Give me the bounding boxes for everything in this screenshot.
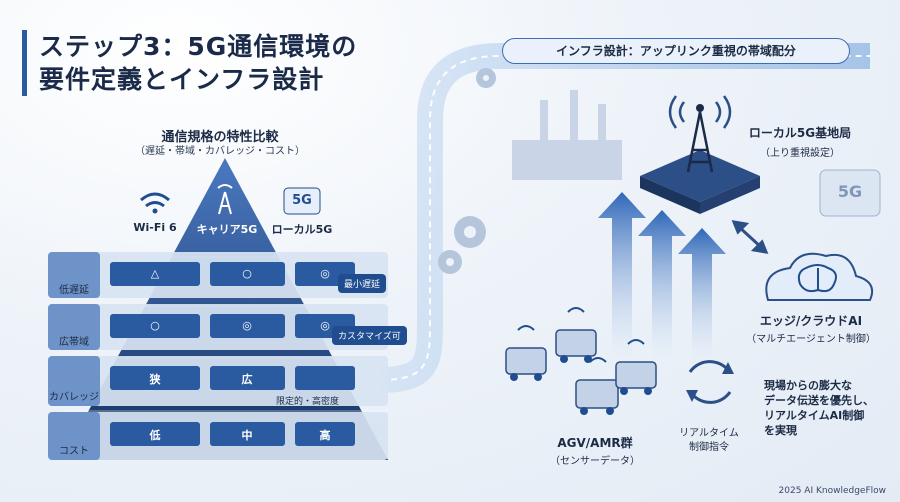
- devices-sub: （センサーデータ）: [550, 456, 640, 467]
- chip-icon: [819, 169, 881, 217]
- page-title-line2: 要件定義とインフラ設計: [39, 65, 325, 94]
- cycle-icon: [688, 360, 732, 404]
- base-station-label: ローカル5G基地局: [748, 126, 852, 140]
- cell-coverage-wifi: 狭: [149, 373, 161, 386]
- row-label-latency: 低遅延: [59, 285, 89, 296]
- bidirectional-arrow: [731, 220, 769, 254]
- control-label-2: 制御指令: [689, 442, 729, 453]
- control-label-1: リアルタイム: [679, 428, 739, 439]
- cell-cost-wifi: 低: [149, 429, 161, 442]
- row-label-bandwidth: 広帯域: [59, 337, 89, 348]
- wifi-icon: [140, 192, 170, 208]
- comparison-heading: 通信規格の特性比較: [161, 130, 279, 145]
- cell-cost-local: 高: [319, 429, 331, 442]
- cell-bandwidth-local: ◎: [320, 319, 330, 332]
- page-title-line1: ステップ3：5G通信環境の: [39, 32, 358, 61]
- note-line1: 現場からの膨大な: [764, 379, 852, 392]
- 5g-badge-label: 5G: [292, 193, 312, 208]
- cell-bandwidth-wifi: ○: [150, 319, 160, 332]
- design-banner: インフラ設計：アップリンク重視の帯域配分: [502, 38, 850, 64]
- tag-min-latency: 最小遅延: [338, 274, 387, 293]
- column-wifi6: Wi-Fi 6: [133, 221, 177, 234]
- row-label-coverage: カバレッジ: [49, 392, 99, 403]
- note-line3: リアルタイムAI制御: [764, 409, 865, 422]
- cell-latency-local: ◎: [320, 267, 330, 280]
- copyright: 2025 AI KnowledgeFlow: [778, 486, 886, 496]
- cell-latency-carrier: ○: [242, 267, 252, 280]
- note-line4: を実現: [764, 424, 797, 437]
- gear-icon: [438, 68, 496, 274]
- factory-icon: [512, 90, 622, 180]
- cell-tower-icon: [686, 111, 714, 173]
- note-line2: データ伝送を優先し、: [764, 394, 874, 407]
- devices-label: AGV/AMR群: [557, 436, 633, 450]
- chip-label: 5G: [837, 182, 863, 201]
- column-local-5g: ローカル5G: [271, 223, 333, 236]
- page-title: ステップ3：5G通信環境の 要件定義とインフラ設計: [22, 30, 357, 96]
- base-station-sub: （上り重視設定）: [760, 148, 840, 159]
- tag-customizable: カスタマイズ可: [332, 326, 407, 345]
- agv-robots: [505, 307, 657, 415]
- cell-coverage-carrier: 広: [241, 373, 253, 386]
- antenna-icon: [217, 184, 233, 215]
- column-carrier-5g: キャリア5G: [196, 223, 258, 236]
- tag-limited-dense: 限定的・高密度: [276, 397, 340, 407]
- cloud-icon: [765, 252, 874, 301]
- ai-sub: （マルチエージェント制御）: [746, 334, 876, 345]
- ai-label: エッジ/クラウドAI: [759, 314, 863, 328]
- comparison-subheading: （遅延・帯域・カバレッジ・コスト）: [135, 146, 305, 157]
- uplink-arrows: [598, 192, 726, 360]
- row-label-cost: コスト: [59, 446, 89, 457]
- note: 現場からの膨大な データ伝送を優先し、 リアルタイムAI制御 を実現: [764, 378, 894, 438]
- brain-icon: [797, 264, 837, 293]
- 5g-badge: [283, 187, 321, 215]
- cell-cost-carrier: 中: [241, 429, 253, 442]
- cell-bandwidth-carrier: ◎: [242, 319, 252, 332]
- cell-latency-wifi: △: [150, 267, 160, 280]
